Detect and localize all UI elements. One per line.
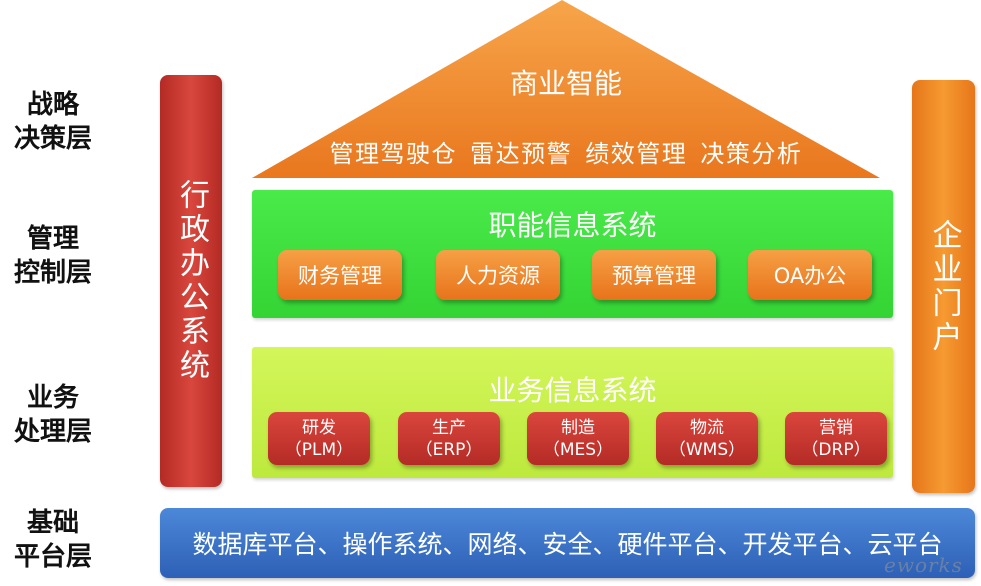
layer-label-platform: 基础 平台层 <box>0 506 106 574</box>
enterprise-portal-bar: 企业门户 <box>912 80 975 493</box>
business-item-code: （WMS） <box>668 439 746 460</box>
layer-label-business: 业务 处理层 <box>0 381 106 449</box>
bi-roof-triangle <box>252 0 880 178</box>
business-item-code: （DRP） <box>801 439 871 460</box>
business-system-title: 业务信息系统 <box>488 374 657 407</box>
base-platform-label: 数据库平台、操作系统、网络、安全、硬件平台、开发平台、云平台 <box>192 530 943 559</box>
admin-office-bar: 行政办公系统 <box>160 75 222 487</box>
layer-label-line: 控制层 <box>13 258 92 288</box>
layer-label-line: 管理 <box>26 224 79 254</box>
functional-item-budget: 预算管理 <box>592 250 716 300</box>
base-platform-bar: 数据库平台、操作系统、网络、安全、硬件平台、开发平台、云平台 <box>160 508 975 578</box>
business-item-name: 研发 <box>302 417 336 438</box>
layer-label-line: 业务 <box>26 383 79 413</box>
business-system-panel: 业务信息系统 研发 （PLM） 生产 （ERP） 制造 （MES） 物流 （WM… <box>252 347 893 478</box>
bi-title: 商业智能 <box>509 67 622 100</box>
admin-office-label: 行政办公系统 <box>174 179 209 383</box>
layer-label-line: 平台层 <box>13 542 92 572</box>
business-item-code: （PLM） <box>284 439 354 460</box>
business-item-logistics: 物流 （WMS） <box>656 412 758 465</box>
eworks-watermark-logo: eworks <box>884 553 963 577</box>
bi-subtitle: 管理驾驶仓 雷达预警 绩效管理 决策分析 <box>329 140 803 168</box>
business-item-name: 生产 <box>432 417 466 438</box>
layer-label-strategy: 战略 决策层 <box>0 88 106 156</box>
layer-label-line: 基础 <box>26 508 79 538</box>
layer-label-line: 决策层 <box>13 124 92 154</box>
layer-label-management: 管理 控制层 <box>0 222 106 290</box>
business-item-rd: 研发 （PLM） <box>268 412 370 465</box>
functional-item-oa: OA办公 <box>748 250 872 300</box>
functional-system-panel: 职能信息系统 财务管理 人力资源 预算管理 OA办公 <box>252 190 893 318</box>
business-item-marketing: 营销 （DRP） <box>785 412 887 465</box>
business-item-production: 生产 （ERP） <box>398 412 500 465</box>
business-item-name: 物流 <box>690 417 724 438</box>
layer-label-line: 处理层 <box>13 417 92 447</box>
business-item-code: （MES） <box>542 439 614 460</box>
business-item-name: 制造 <box>561 417 595 438</box>
business-item-manufacturing: 制造 （MES） <box>527 412 629 465</box>
functional-item-hr: 人力资源 <box>436 250 560 300</box>
functional-system-title: 职能信息系统 <box>488 209 657 242</box>
business-item-name: 营销 <box>819 417 853 438</box>
enterprise-portal-label: 企业门户 <box>926 218 962 355</box>
functional-item-finance: 财务管理 <box>278 250 402 300</box>
business-item-code: （ERP） <box>415 439 483 460</box>
bi-roof <box>252 0 880 178</box>
layer-label-line: 战略 <box>26 90 79 120</box>
